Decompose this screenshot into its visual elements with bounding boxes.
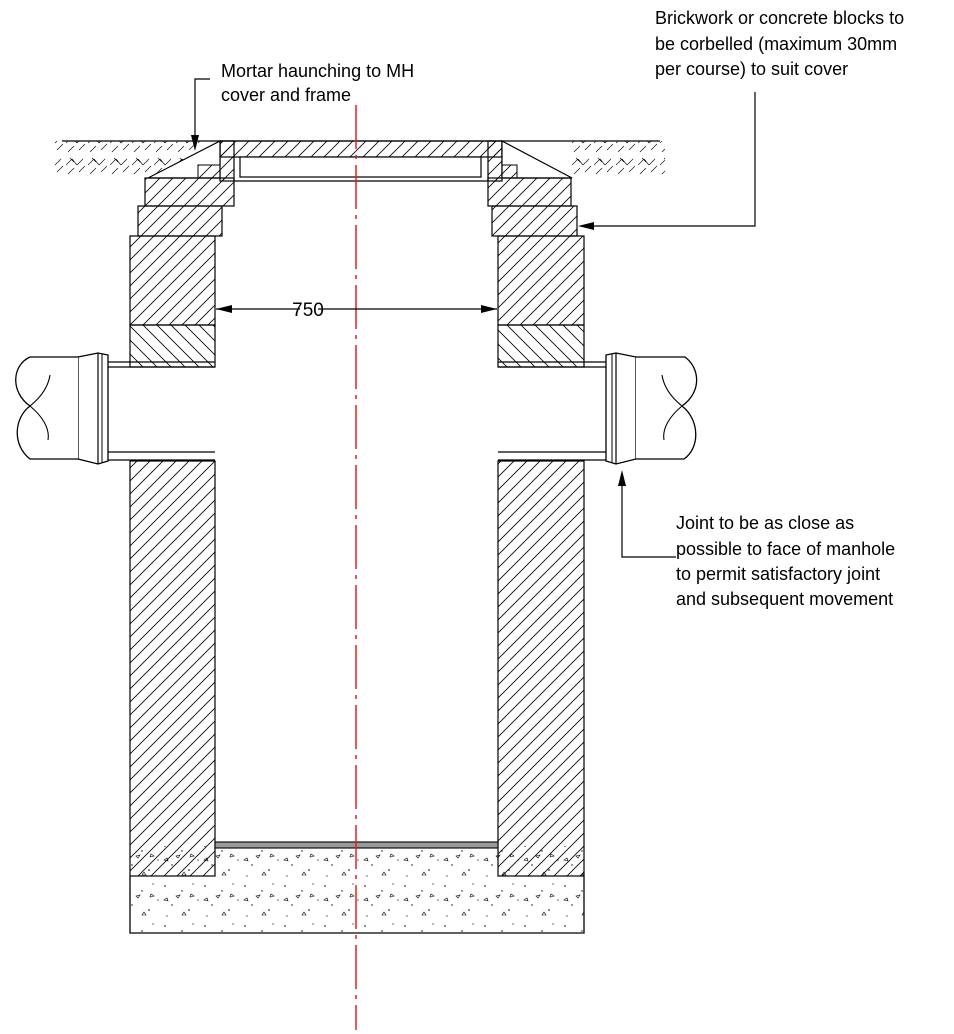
leader-brickwork [578, 92, 756, 230]
brickwork-note: Brickwork or concrete blocks to be corbe… [655, 8, 904, 79]
right-pipe [498, 352, 698, 465]
corbelled-courses [137, 177, 578, 237]
upper-walls [129, 235, 585, 368]
dimension-label: 750 [292, 300, 324, 321]
svg-text:possible to face of manhole: possible to face of manhole [676, 539, 895, 559]
width-dimension: 750 [216, 300, 497, 321]
svg-text:Joint to be as close as: Joint to be as close as [676, 513, 854, 533]
svg-text:be corbelled (maximum 30mm: be corbelled (maximum 30mm [655, 34, 897, 54]
svg-text:Mortar haunching to MH: Mortar haunching to MH [221, 61, 414, 81]
leader-joint [618, 470, 676, 558]
leader-mortar [191, 78, 210, 151]
concrete-base [129, 841, 585, 934]
joint-note: Joint to be as close as possible to face… [676, 513, 895, 609]
svg-text:Brickwork or concrete blocks t: Brickwork or concrete blocks to [655, 8, 904, 28]
svg-text:and subsequent movement: and subsequent movement [676, 589, 893, 609]
mortar-note: Mortar haunching to MH cover and frame [221, 61, 414, 105]
svg-text:per course) to suit cover: per course) to suit cover [655, 59, 848, 79]
svg-text:cover and frame: cover and frame [221, 85, 351, 105]
left-pipe [15, 352, 215, 465]
svg-text:to permit satisfactory joint: to permit satisfactory joint [676, 564, 880, 584]
manhole-cover-frame [219, 140, 503, 182]
lower-walls [129, 460, 585, 877]
ground-surface [55, 140, 665, 178]
